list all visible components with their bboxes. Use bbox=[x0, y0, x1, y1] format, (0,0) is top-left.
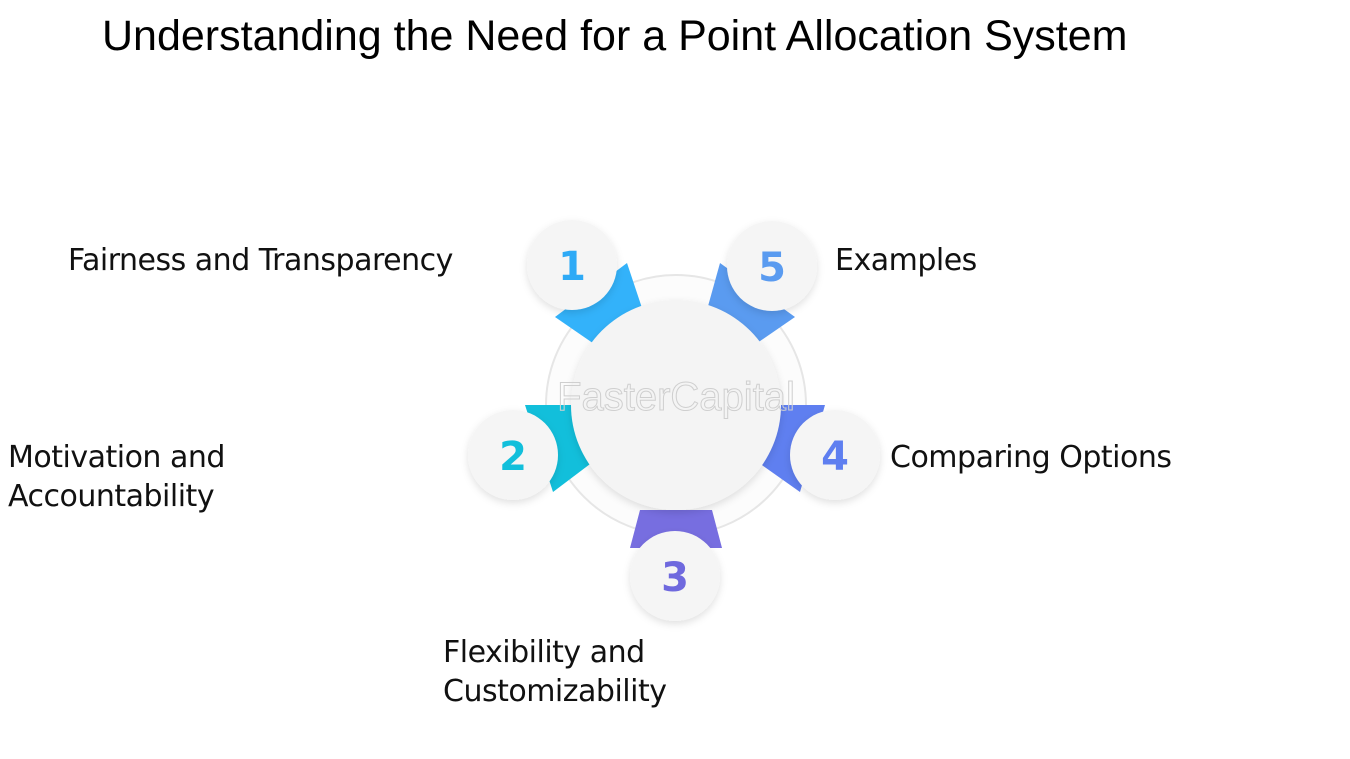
label-4: Comparing Options bbox=[890, 440, 1172, 475]
label-2-line2: Accountability bbox=[8, 479, 215, 514]
step-number-5: 5 bbox=[758, 245, 786, 291]
label-1: Fairness and Transparency bbox=[68, 243, 453, 278]
watermark: FasterCapital bbox=[557, 375, 795, 419]
step-number-4: 4 bbox=[821, 434, 849, 480]
step-number-2: 2 bbox=[499, 434, 527, 480]
step-4: 4 bbox=[790, 410, 880, 500]
label-2: Motivation and Accountability bbox=[8, 438, 225, 516]
page-title: Understanding the Need for a Point Alloc… bbox=[102, 12, 1128, 60]
center-circle bbox=[571, 300, 781, 510]
label-3: Flexibility and Customizability bbox=[443, 633, 667, 711]
label-3-line2: Customizability bbox=[443, 674, 667, 709]
label-5: Examples bbox=[835, 243, 977, 278]
label-2-line1: Motivation and bbox=[8, 440, 225, 475]
step-5: 5 bbox=[727, 221, 817, 311]
step-number-1: 1 bbox=[558, 244, 586, 290]
step-1: 1 bbox=[527, 220, 617, 310]
step-2: 2 bbox=[468, 410, 558, 500]
step-number-3: 3 bbox=[661, 555, 689, 601]
step-3: 3 bbox=[630, 531, 720, 621]
label-3-line1: Flexibility and bbox=[443, 635, 645, 670]
